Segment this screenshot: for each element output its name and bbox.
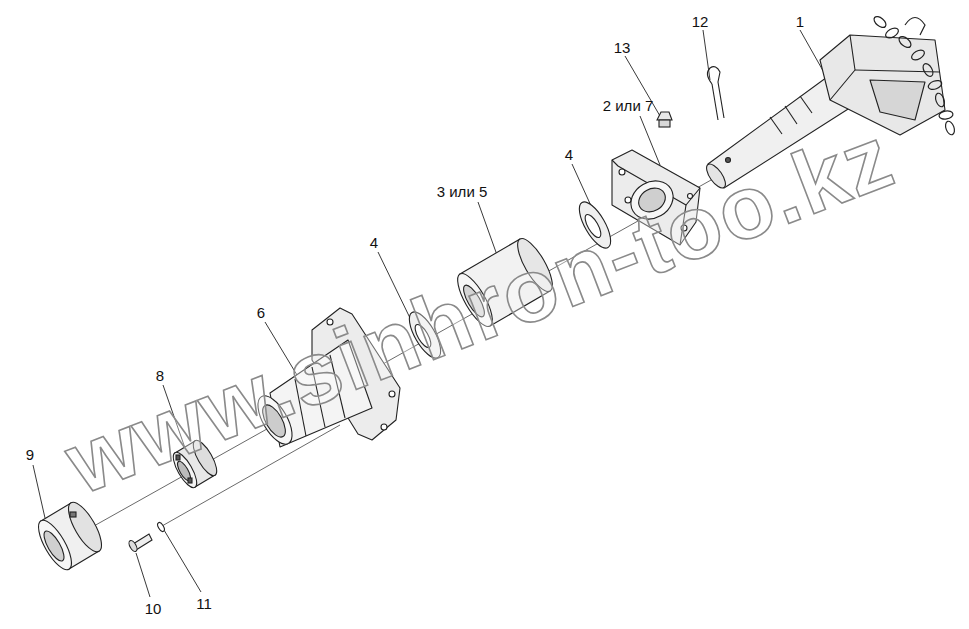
watermark: www.sinhron-too.kz [55, 112, 905, 509]
callout-number: 4 [370, 235, 378, 252]
callout-number: 10 [145, 601, 162, 618]
part-grease-fitting [657, 112, 672, 127]
part-spring-washer [156, 521, 165, 532]
callout-number: 2 или 7 [603, 98, 654, 115]
callout-number: 1 [796, 14, 804, 31]
callout-number: 3 или 5 [437, 184, 488, 201]
part-bolt [127, 534, 152, 553]
part-cap [32, 498, 107, 574]
callout-number: 9 [26, 447, 34, 464]
callout-number: 12 [692, 14, 709, 31]
callout-number: 8 [156, 368, 164, 385]
callout-number: 4 [565, 147, 573, 164]
chain [872, 14, 956, 136]
callout-number: 6 [257, 305, 265, 322]
part-pin [707, 67, 724, 120]
callout-number: 11 [196, 596, 212, 613]
callout-number: 13 [614, 40, 631, 57]
